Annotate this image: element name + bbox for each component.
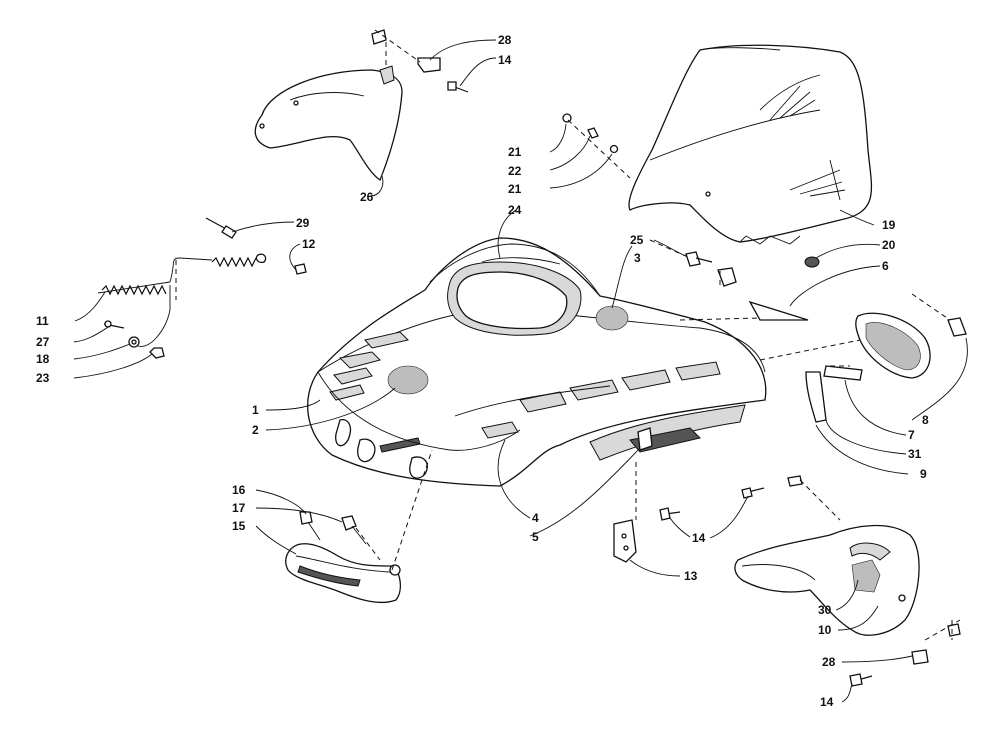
callout-21-upper: 21 <box>508 145 522 159</box>
callout-4: 4 <box>532 511 539 525</box>
callout-16: 16 <box>232 483 246 497</box>
callout-25: 25 <box>630 233 644 247</box>
callout-27: 27 <box>36 335 50 349</box>
callout-10: 10 <box>818 623 832 637</box>
callout-11: 11 <box>36 314 49 328</box>
bumper-handle <box>285 543 402 604</box>
callout-24: 24 <box>508 203 522 217</box>
callout-9: 9 <box>920 467 927 481</box>
callout-14-top: 14 <box>498 53 512 67</box>
callout-3: 3 <box>634 251 641 265</box>
callout-2: 2 <box>252 423 259 437</box>
side-louver <box>717 267 967 423</box>
hood-assembly <box>307 237 767 487</box>
windshield <box>628 44 873 245</box>
callout-12: 12 <box>302 237 316 251</box>
callouts: 28 14 26 29 12 11 27 18 23 1 2 21 22 21 … <box>36 33 929 709</box>
callout-17: 17 <box>232 501 246 515</box>
callout-5: 5 <box>532 530 539 544</box>
callout-18: 18 <box>36 352 50 366</box>
callout-15: 15 <box>232 519 246 533</box>
callout-21-lower: 21 <box>508 182 522 196</box>
side-pod <box>734 524 920 636</box>
callout-14-bottom: 14 <box>820 695 834 709</box>
hardware <box>97 29 961 687</box>
callout-23: 23 <box>36 371 50 385</box>
callout-30: 30 <box>818 603 832 617</box>
callout-1: 1 <box>252 403 259 417</box>
callout-13: 13 <box>684 569 698 583</box>
callout-14-mid: 14 <box>692 531 706 545</box>
deflector <box>254 65 403 181</box>
leader-lines <box>73 39 968 703</box>
callout-20: 20 <box>882 238 896 252</box>
callout-6: 6 <box>882 259 889 273</box>
callout-29: 29 <box>296 216 310 230</box>
assembly-lines <box>175 29 961 641</box>
callout-8: 8 <box>922 413 929 427</box>
callout-19: 19 <box>882 218 896 232</box>
callout-28-top: 28 <box>498 33 512 47</box>
callout-28-bottom: 28 <box>822 655 836 669</box>
callout-31: 31 <box>908 447 922 461</box>
callout-7: 7 <box>908 428 915 442</box>
callout-22: 22 <box>508 164 522 178</box>
callout-26: 26 <box>360 190 374 204</box>
